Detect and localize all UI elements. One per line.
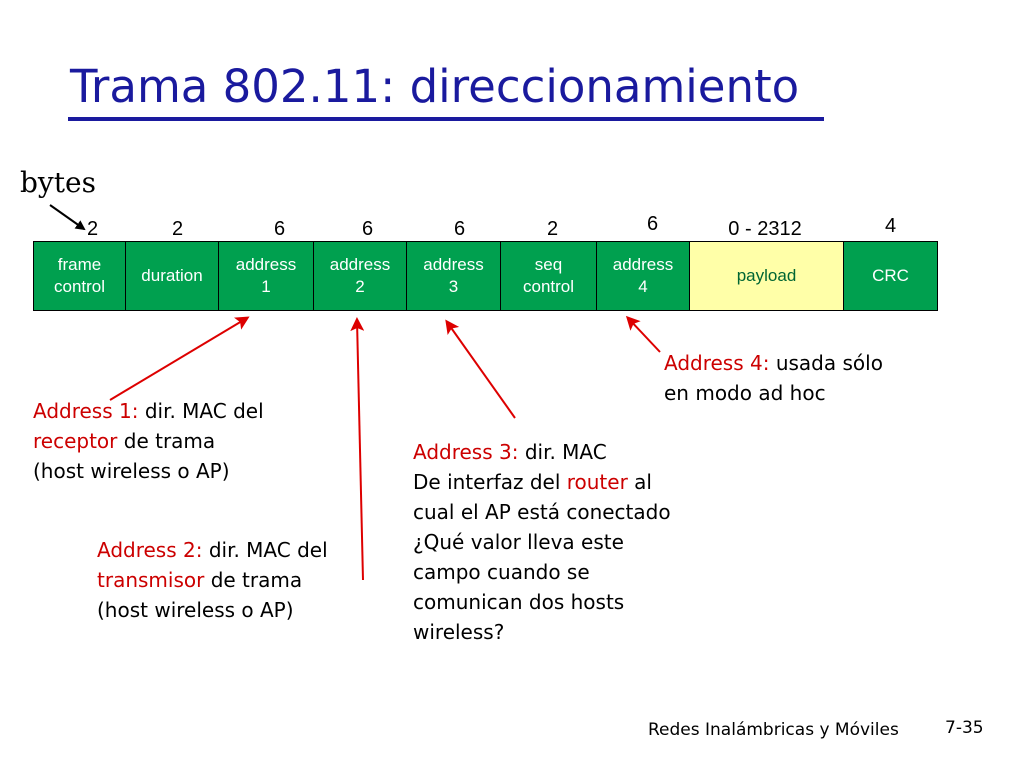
size-payload: 0 - 2312 (728, 218, 802, 240)
size-address-2: 6 (361, 218, 374, 240)
bytes-arrow (49, 204, 86, 231)
note-address-3-router: router (566, 470, 628, 494)
field-payload-label: payload (736, 265, 797, 285)
size-address-3: 6 (453, 218, 466, 240)
note-address-1-text: dir. MAC del (138, 399, 264, 423)
note-address-1-text: (host wireless o AP) (33, 459, 230, 483)
note-address-3-text: cual el AP está conectado (413, 500, 671, 524)
field-address-3-label: address 3 (423, 254, 484, 296)
footer-page-number: 7-35 (945, 718, 984, 738)
title-underline (68, 117, 824, 121)
field-seq-control-label: seq control (522, 254, 575, 296)
note-address-2-text: dir. MAC del (202, 538, 328, 562)
size-duration: 2 (171, 218, 184, 240)
footer-course: Redes Inalámbricas y Móviles (648, 720, 899, 740)
note-address-4-text: en modo ad hoc (664, 381, 826, 405)
size-seq-control: 2 (546, 218, 559, 240)
note-address-1-receptor: receptor (33, 429, 118, 453)
address-2-arrow (350, 317, 365, 581)
note-address-3-question: ¿Qué valor lleva este (413, 530, 624, 554)
address-3-arrow (445, 319, 516, 419)
note-address-3-heading: Address 3: (413, 440, 519, 464)
note-address-3-text: dir. MAC (518, 440, 607, 464)
note-address-4-text: usada sólo (769, 351, 883, 375)
field-crc: CRC (843, 241, 938, 311)
size-address-4: 6 (646, 213, 659, 235)
note-address-1-heading: Address 1: (33, 399, 139, 423)
note-address-2: Address 2: dir. MAC del transmisor de tr… (97, 535, 328, 625)
bytes-label: bytes (20, 166, 96, 199)
field-duration-label: duration (141, 265, 203, 285)
note-address-3: Address 3: dir. MAC De interfaz del rout… (413, 437, 671, 647)
note-address-3-text: De interfaz del (413, 470, 567, 494)
note-address-3-question: wireless? (413, 620, 505, 644)
field-payload: payload (689, 241, 844, 311)
size-frame-control: 2 (86, 218, 99, 240)
note-address-1-text: de trama (117, 429, 216, 453)
note-address-4-heading: Address 4: (664, 351, 770, 375)
size-address-1: 6 (273, 218, 286, 240)
note-address-2-text: de trama (204, 568, 303, 592)
note-address-3-question: campo cuando se (413, 560, 590, 584)
size-crc: 4 (884, 215, 897, 237)
field-address-2: address 2 (313, 241, 407, 311)
note-address-1: Address 1: dir. MAC del receptor de tram… (33, 396, 264, 486)
address-4-arrow (625, 315, 661, 353)
note-address-3-question: comunican dos hosts (413, 590, 625, 614)
field-address-3: address 3 (406, 241, 501, 311)
field-address-4-label: address 4 (612, 254, 674, 296)
note-address-2-heading: Address 2: (97, 538, 203, 562)
field-frame-control: frame control (33, 241, 126, 311)
field-address-1: address 1 (218, 241, 314, 311)
field-frame-control-label: frame control (53, 254, 106, 296)
note-address-3-text: al (627, 470, 652, 494)
note-address-2-text: (host wireless o AP) (97, 598, 294, 622)
field-address-1-label: address 1 (235, 254, 297, 296)
slide-title: Trama 802.11: direccionamiento (70, 60, 800, 113)
address-1-arrow (109, 316, 250, 401)
field-address-4: address 4 (596, 241, 690, 311)
field-address-2-label: address 2 (329, 254, 391, 296)
note-address-4: Address 4: usada sólo en modo ad hoc (664, 348, 883, 408)
note-address-2-transmisor: transmisor (97, 568, 205, 592)
field-crc-label: CRC (872, 265, 909, 285)
